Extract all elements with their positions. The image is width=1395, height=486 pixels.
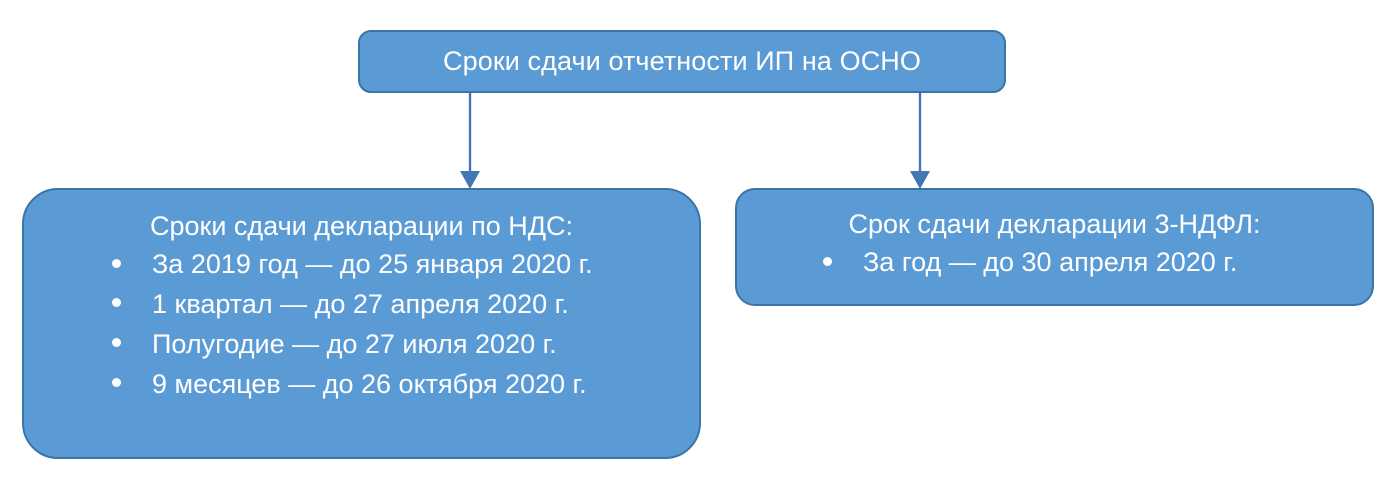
node-root[interactable]: Сроки сдачи отчетности ИП на ОСНО (358, 30, 1006, 93)
list-item: Полугодие — до 27 июля 2020 г. (112, 325, 683, 365)
node-ndfl-heading: Срок сдачи декларации 3-НДФЛ: (848, 209, 1261, 239)
list-item: За год — до 30 апреля 2020 г. (823, 243, 1358, 283)
list-item: За 2019 год — до 25 января 2020 г. (112, 245, 683, 285)
connector-root-to-ndfl (908, 93, 932, 189)
list-item-label: 9 месяцев — до 26 октября 2020 г. (152, 369, 587, 400)
list-item: 1 квартал — до 27 апреля 2020 г. (112, 285, 683, 325)
list-item-label: Полугодие — до 27 июля 2020 г. (152, 329, 557, 360)
bullet-icon (112, 298, 121, 308)
node-ndfl[interactable]: Срок сдачи декларации 3-НДФЛ: За год — д… (735, 188, 1374, 306)
bullet-icon (112, 338, 121, 348)
list-item-label: 1 квартал — до 27 апреля 2020 г. (152, 289, 569, 320)
bullet-icon (112, 378, 121, 388)
arrow-down-icon (910, 93, 930, 189)
node-root-title: Сроки сдачи отчетности ИП на ОСНО (442, 46, 921, 76)
node-vat-list: За 2019 год — до 25 января 2020 г. 1 ква… (112, 245, 683, 405)
list-item: 9 месяцев — до 26 октября 2020 г. (112, 365, 683, 405)
list-item-label: За год — до 30 апреля 2020 г. (863, 247, 1238, 278)
node-vat-heading: Сроки сдачи декларации по НДС: (150, 211, 573, 241)
list-item-label: За 2019 год — до 25 января 2020 г. (152, 249, 593, 280)
bullet-icon (112, 258, 121, 268)
node-ndfl-list: За год — до 30 апреля 2020 г. (823, 243, 1358, 283)
bullet-icon (823, 256, 832, 266)
node-vat[interactable]: Сроки сдачи декларации по НДС: За 2019 г… (22, 188, 701, 459)
arrow-down-icon (460, 93, 480, 189)
connector-root-to-vat (458, 93, 482, 189)
